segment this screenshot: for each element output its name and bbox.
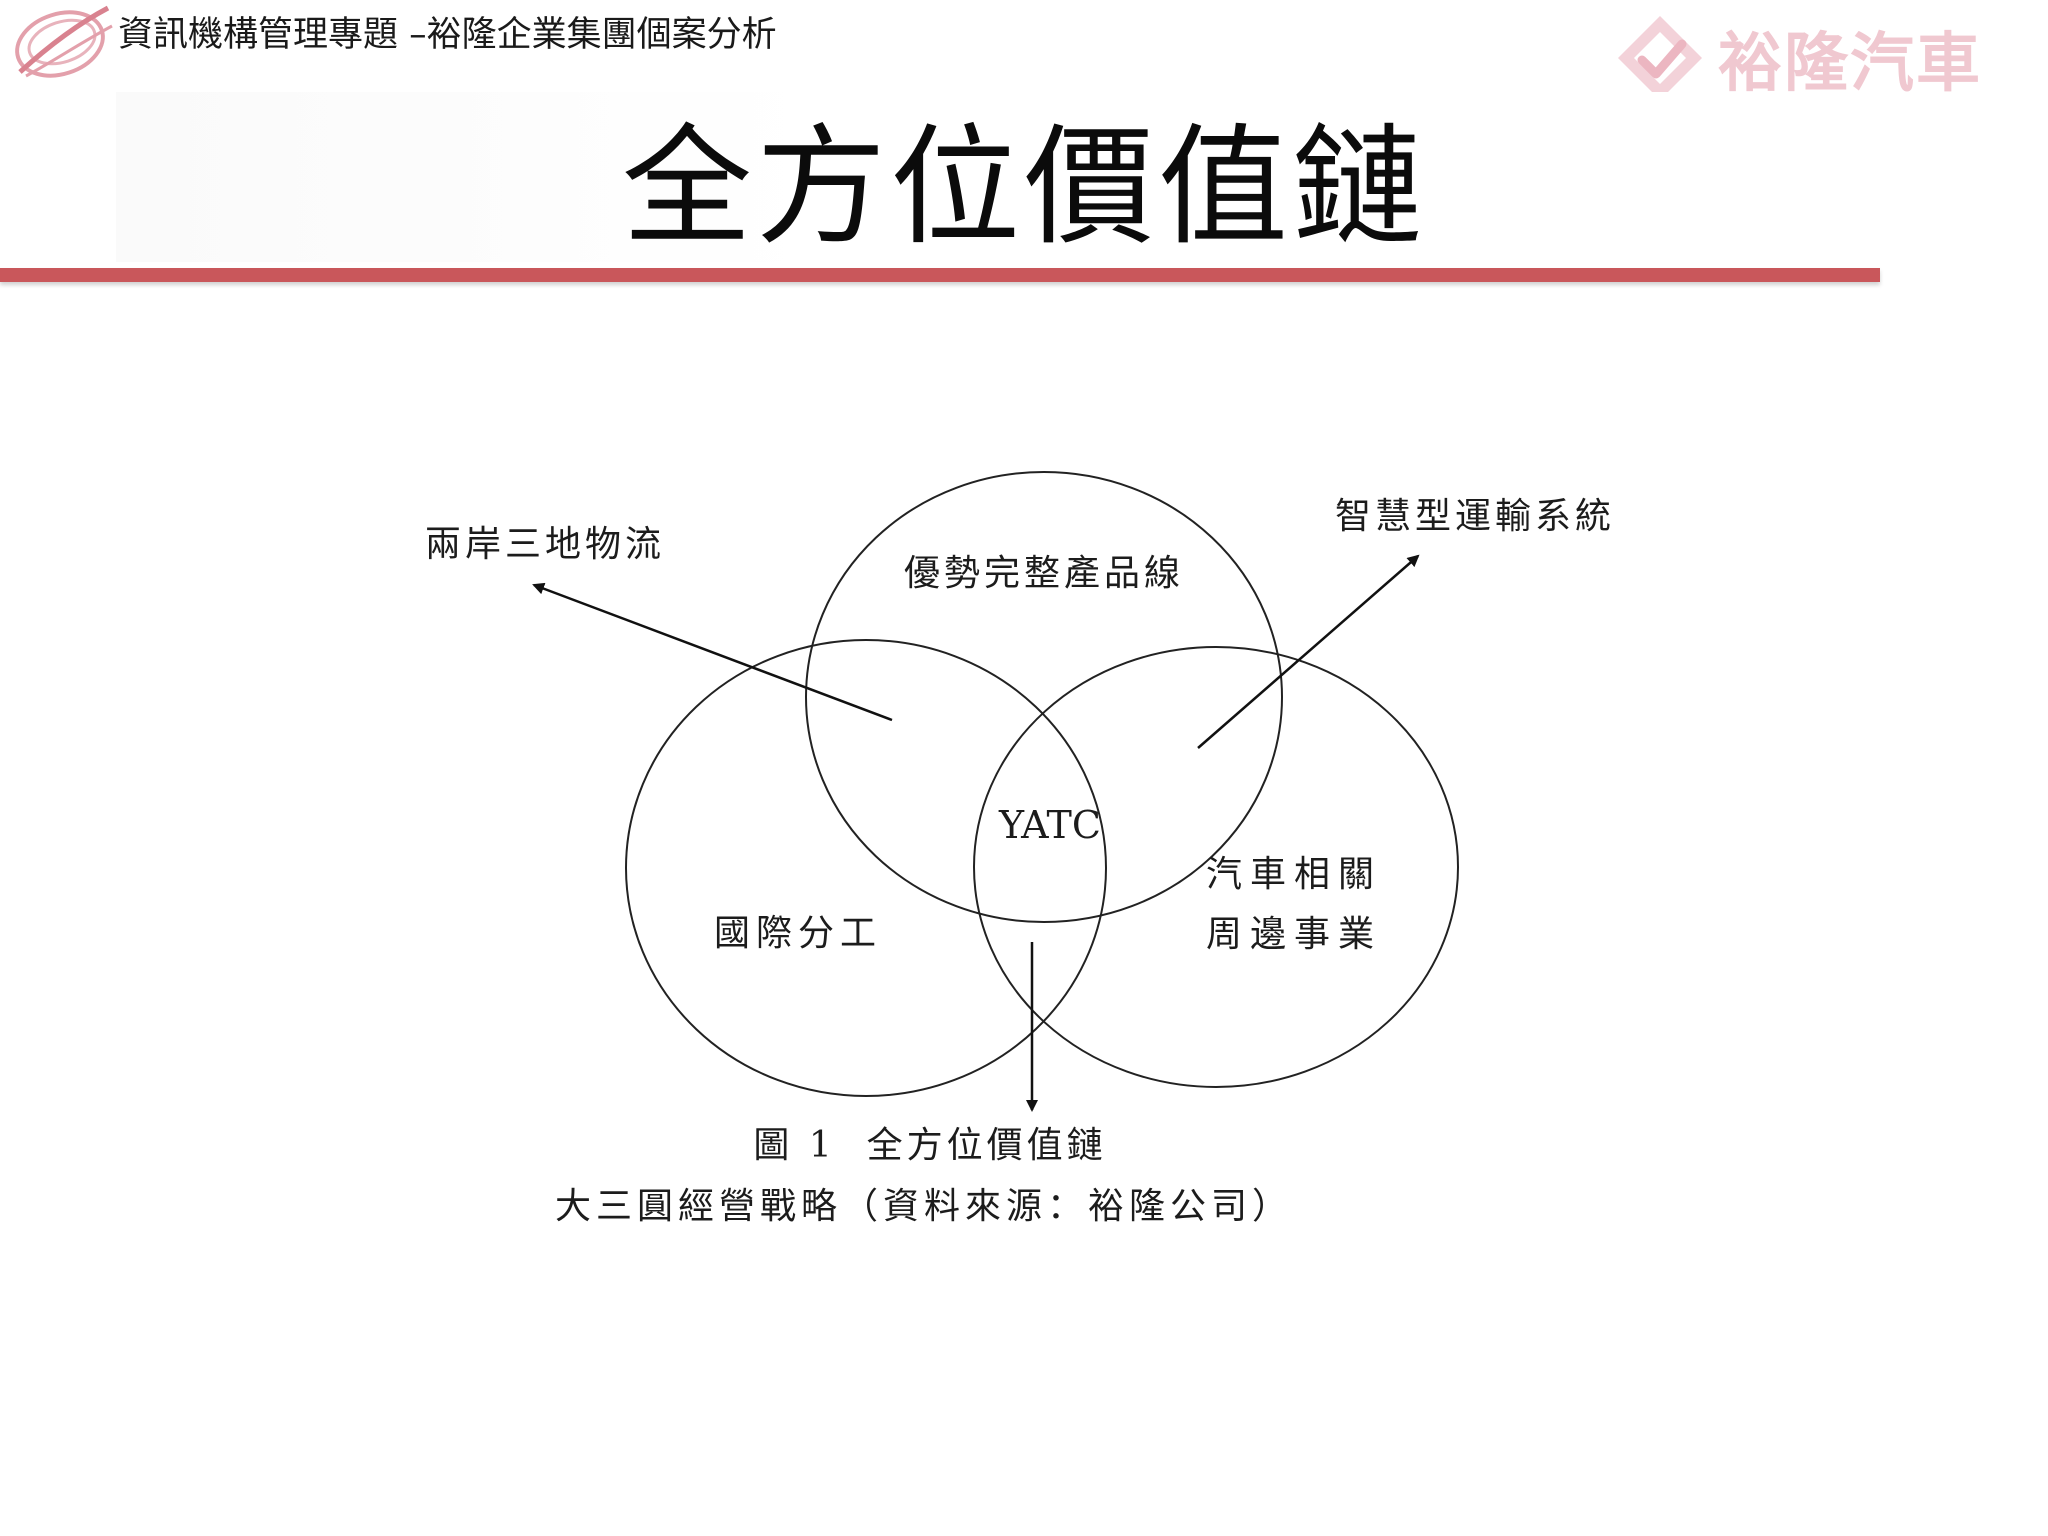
venn-circle-right: [973, 646, 1459, 1088]
label-right-circle-line1: 汽車相關: [1206, 854, 1382, 895]
figure-caption-title: 圖 1 全方位價值鏈: [753, 1125, 1106, 1166]
arrow-to-intelligent-transport: [1197, 554, 1420, 749]
arrow-to-cross-strait-logistics: [532, 582, 893, 722]
presentation-subtitle: 資訊機構管理專題 –裕隆企業集團個案分析: [118, 15, 777, 55]
label-center: YATC: [998, 803, 1101, 847]
brand-logo: 裕隆汽車: [1612, 8, 2032, 108]
venn-circle-top: [805, 471, 1283, 923]
title-underline: [0, 268, 1880, 282]
venn-circle-left: [625, 639, 1107, 1097]
label-right-circle-line2: 周邊事業: [1206, 914, 1382, 955]
label-intelligent-transport: 智慧型運輸系統: [1335, 496, 1615, 537]
title-panel: [116, 92, 1880, 262]
page-title: 全方位價值鏈: [621, 111, 1426, 263]
label-left-circle: 國際分工: [714, 913, 882, 954]
label-top-circle: 優勢完整產品線: [904, 553, 1184, 594]
diamond-check-logo-icon: [1618, 16, 1702, 100]
slide-header: 資訊機構管理專題 –裕隆企業集團個案分析 裕隆汽車: [0, 0, 2048, 101]
orbit-swoosh-logo-icon: [15, 5, 113, 78]
label-cross-strait-logistics: 兩岸三地物流: [425, 524, 665, 565]
figure-caption-source: 大三圓經營戰略（資料來源：裕隆公司）: [555, 1186, 1293, 1227]
brand-name: 裕隆汽車: [1718, 27, 1982, 101]
